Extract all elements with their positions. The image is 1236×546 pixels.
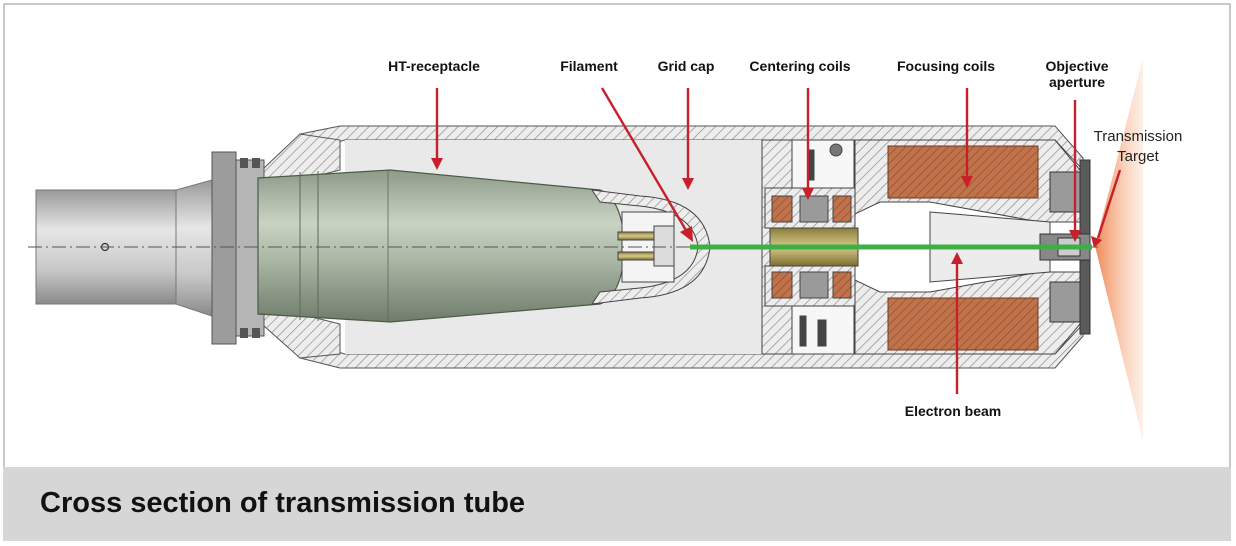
mounting-flange bbox=[211, 151, 237, 345]
focusing-coil-top bbox=[887, 145, 1039, 199]
centering-coil-top bbox=[771, 195, 793, 223]
label-objective-aperture-line1: Objective bbox=[1045, 58, 1109, 74]
figure-caption: Cross section of transmission tube bbox=[40, 487, 526, 519]
label-filament: Filament bbox=[560, 58, 618, 74]
label-transmission-target: Transmission Target bbox=[1094, 127, 1183, 167]
label-transmission-target-line1: Transmission bbox=[1093, 128, 1183, 145]
ht-receptacle-insulator bbox=[257, 169, 626, 323]
label-objective-aperture: Objective aperture bbox=[1045, 58, 1108, 90]
pipe-taper bbox=[175, 179, 213, 317]
caption-bar: Cross section of transmission tube bbox=[3, 467, 1231, 541]
label-electron-beam: Electron beam bbox=[904, 403, 1002, 419]
callout-arrows bbox=[431, 87, 1122, 394]
x-ray-cone bbox=[1095, 58, 1143, 440]
label-centering-coils: Centering coils bbox=[749, 58, 851, 74]
label-objective-aperture-line2: aperture bbox=[1048, 74, 1106, 90]
focusing-coil-bottom bbox=[887, 297, 1039, 351]
centering-coil-bottom bbox=[771, 271, 793, 299]
label-focusing-coils: Focusing coils bbox=[896, 58, 996, 74]
label-ht-receptacle: HT-receptacle bbox=[388, 58, 480, 74]
label-transmission-target-line2: Target bbox=[1117, 148, 1159, 165]
label-grid-cap: Grid cap bbox=[657, 58, 715, 74]
